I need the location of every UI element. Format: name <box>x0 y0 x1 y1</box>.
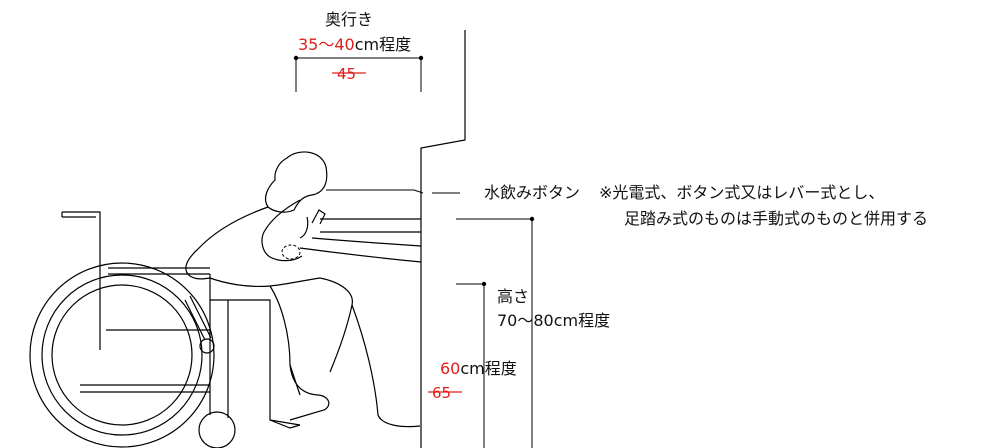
fountain-basin <box>299 218 422 263</box>
knee-range: 60cm程度 <box>440 359 517 378</box>
height-dimension <box>456 216 535 448</box>
depth-title: 奥行き <box>325 10 373 29</box>
person-figure <box>185 151 421 428</box>
button-title: 水飲みボタン <box>484 183 580 202</box>
depth-range-red: 35～40 <box>298 35 355 54</box>
height-range: 70～80cm程度 <box>497 311 610 330</box>
button-note-line1: ※光電式、ボタン式又はレバー式とし、 <box>599 183 884 202</box>
button-note-line2: 足踏み式のものは手動式のものと併用する <box>624 209 928 228</box>
depth-range-suffix: cm程度 <box>355 35 411 54</box>
depth-range: 35～40cm程度 <box>298 35 411 54</box>
knee-old-value: 65 <box>432 384 451 402</box>
wall-outline <box>420 30 466 448</box>
button-leader <box>326 189 460 194</box>
knee-range-suffix: cm程度 <box>460 359 516 378</box>
height-title: 高さ <box>497 287 529 306</box>
depth-old-value: 45 <box>337 65 356 83</box>
depth-dimension <box>293 55 424 92</box>
wheelchair <box>29 211 301 448</box>
knee-dimension <box>428 281 487 448</box>
knee-range-red: 60 <box>440 359 460 378</box>
